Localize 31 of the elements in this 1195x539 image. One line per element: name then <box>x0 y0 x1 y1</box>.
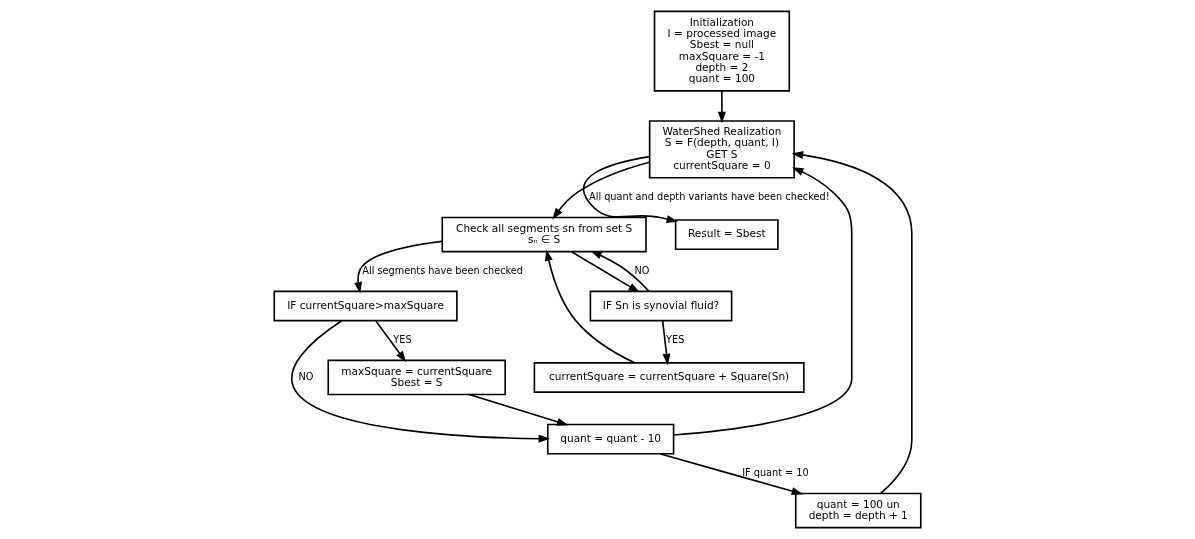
arrow <box>582 155 678 223</box>
node-box: currentSquare = currentSquare + Square(Sn) <box>533 362 805 393</box>
arrow <box>717 90 726 124</box>
edge-label: NO <box>298 370 314 382</box>
node-box: WaterShed Realization S = F(depth, quant, I) GET S currentSquare = 0 <box>648 120 795 179</box>
node-box: Result = Sbest <box>674 219 779 250</box>
arrow <box>552 161 651 220</box>
arrow <box>791 151 913 495</box>
edge-label: All quant and depth variants have been checked! <box>589 191 830 203</box>
edge-label: NO <box>634 265 650 277</box>
node-box: Initialization I = processed image Sbest = null maxSquare = -1 depth = 2 quant = 100 <box>653 10 791 92</box>
edge-label: YES <box>393 334 412 346</box>
node-box: IF currentSquare>maxSquare <box>273 290 458 322</box>
arrow <box>659 453 804 495</box>
edge-label: IF quant = 10 <box>742 467 809 479</box>
node-box: quant = quant - 10 <box>546 423 675 455</box>
arrow <box>570 250 640 293</box>
node-box: IF Sn is synovial fluid? <box>589 290 733 322</box>
node-box: Check all segments sn from set S sₙ ∈ S <box>441 216 647 253</box>
arrow <box>661 320 671 366</box>
arrow <box>291 319 550 443</box>
node-box: maxSquare = currentSquare Sbest = S <box>327 359 506 396</box>
arrow <box>544 249 636 364</box>
arrow <box>375 320 407 363</box>
arrow <box>468 393 569 426</box>
node-box: quant = 100 un depth = depth + 1 <box>794 492 922 529</box>
arrow <box>354 240 443 294</box>
edge-label: All segments have been checked <box>362 265 524 277</box>
edge-label: YES <box>666 334 685 346</box>
arrow <box>590 250 650 292</box>
arrow <box>672 167 853 436</box>
